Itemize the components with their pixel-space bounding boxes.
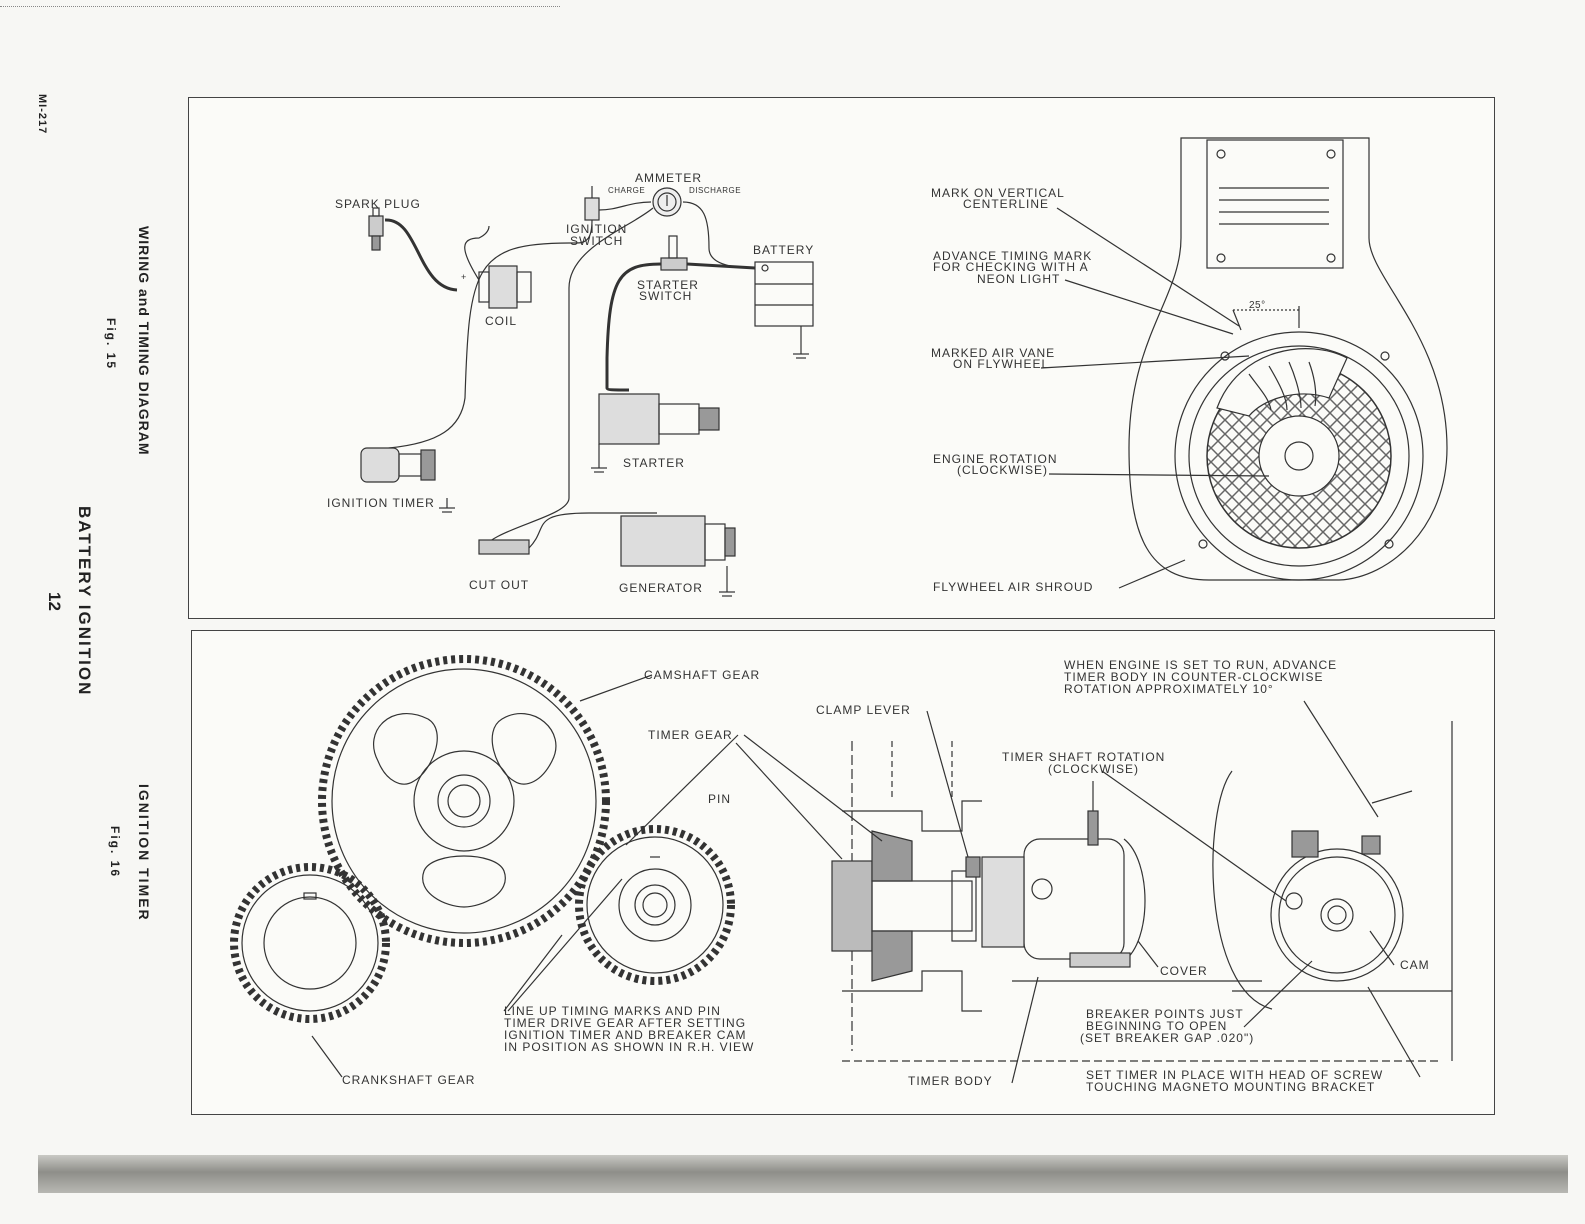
label-advance-1: ADVANCE TIMING MARK [933,249,1093,263]
label-pin: PIN [708,792,732,806]
label-spark-plug: SPARK PLUG [335,197,421,211]
label-ignition-switch-1: IGNITION [566,222,628,236]
label-starter-switch-2: SWITCH [639,289,693,303]
starter-switch-icon [660,235,688,271]
label-ignition-timer: IGNITION TIMER [327,496,435,510]
label-lineup-1: LINE UP TIMING MARKS AND PIN [504,1004,721,1018]
camshaft-gear-icon [318,655,610,947]
label-lineup-4: IN POSITION AS SHOWN IN R.H. VIEW [504,1040,755,1054]
section-title: BATTERY IGNITION [75,506,94,697]
label-rotation-2: (CLOCKWISE) [957,463,1049,477]
fig16-number: Fig. 16 [108,826,122,879]
page-number: 12 [45,592,64,611]
fig15-title: WIRING and TIMING DIAGRAM [136,226,152,456]
ignition-switch-icon [584,186,600,221]
label-set-timer-2: TOUCHING MAGNETO MOUNTING BRACKET [1086,1080,1376,1094]
label-discharge: DISCHARGE [689,186,742,195]
doc-code: MI-217 [36,94,48,135]
scan-shadow-strip [38,1155,1568,1193]
label-vane-1: MARKED AIR VANE [931,346,1056,360]
fig15-number: Fig. 15 [104,318,118,371]
spark-plug-icon [368,207,384,251]
label-generator: GENERATOR [619,581,703,595]
cut-out-icon [478,512,657,555]
svg-text:+: + [461,272,466,282]
label-ammeter: AMMETER [635,171,702,185]
label-breaker-1: BREAKER POINTS JUST [1086,1007,1244,1021]
label-camshaft-gear: CAMSHAFT GEAR [644,668,761,682]
label-lineup-2: TIMER DRIVE GEAR AFTER SETTING [504,1016,747,1030]
label-rotation-1: ENGINE ROTATION [933,452,1058,466]
label-crankshaft-gear: CRANKSHAFT GEAR [342,1073,476,1087]
fig16-panel: CAMSHAFT GEAR TIMER GEAR PIN CLAMP LEVER… [191,630,1495,1115]
timer-body-icon [981,781,1262,982]
label-set-timer-1: SET TIMER IN PLACE WITH HEAD OF SCREW [1086,1068,1384,1082]
label-vane-2: ON FLYWHEEL [953,357,1050,371]
label-shaft-rotation-2: (CLOCKWISE) [1048,762,1140,776]
coil-icon: + [461,265,532,309]
fig15-panel: + [188,97,1495,619]
starter-icon [591,393,720,473]
label-battery: BATTERY [753,243,815,257]
label-angle: 25° [1249,300,1266,311]
top-scan-line [0,6,560,9]
label-cover: COVER [1160,964,1208,978]
ignition-timer-icon [360,447,455,513]
label-breaker-2: BEGINNING TO OPEN [1086,1019,1228,1033]
ammeter-icon [652,187,682,217]
label-timer-body: TIMER BODY [908,1074,993,1088]
label-advance-2: FOR CHECKING WITH A [933,260,1089,274]
label-ignition-switch-2: SWITCH [570,234,624,248]
label-starter: STARTER [623,456,685,470]
label-shroud: FLYWHEEL AIR SHROUD [933,580,1094,594]
label-timer-gear: TIMER GEAR [648,728,733,742]
label-shaft-rotation-1: TIMER SHAFT ROTATION [1002,750,1166,764]
label-mark-vertical-2: CENTERLINE [963,197,1050,211]
fig15-drawing: + [360,137,1448,597]
label-cam: CAM [1400,958,1430,972]
timer-gear-icon [575,825,735,985]
label-starter-switch-1: STARTER [637,278,699,292]
fig16-title: IGNITION TIMER [136,784,152,922]
timer-cross-section [831,741,982,1051]
label-lineup-3: IGNITION TIMER AND BREAKER CAM [504,1028,747,1042]
label-charge: CHARGE [608,186,646,195]
label-breaker-3: (SET BREAKER GAP .020") [1080,1031,1255,1045]
label-cut-out: CUT OUT [469,578,530,592]
label-coil: COIL [485,314,518,328]
breaker-assembly-icon [1212,721,1453,1061]
battery-icon [754,261,814,359]
flywheel-diagram [1128,137,1448,581]
label-advance-2: TIMER BODY IN COUNTER-CLOCKWISE [1064,670,1324,684]
generator-icon [620,515,736,597]
crankshaft-gear-icon [230,863,390,1023]
label-advance-3: NEON LIGHT [977,272,1061,286]
label-mark-vertical-1: MARK ON VERTICAL [931,186,1065,200]
label-clamp-lever: CLAMP LEVER [816,703,911,717]
fig16-drawing [230,655,1453,1084]
label-advance-3: ROTATION APPROXIMATELY 10° [1064,682,1274,696]
label-advance-1: WHEN ENGINE IS SET TO RUN, ADVANCE [1064,658,1338,672]
